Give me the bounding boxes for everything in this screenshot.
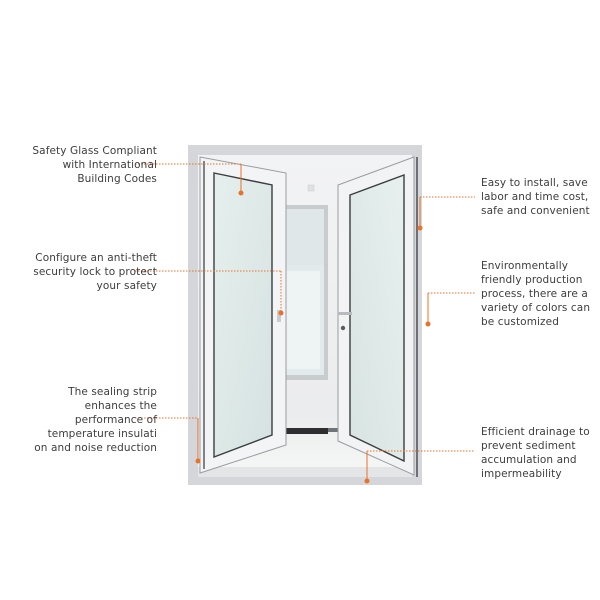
callout-text: process, there are a [481,288,588,300]
callout-text: prevent sediment [481,440,576,452]
callout-text: security lock to protect [33,266,157,278]
door-product-photo [188,145,422,485]
door-illustration [188,145,422,485]
callout-text: accumulation and [481,454,577,466]
marker-dot [238,190,244,196]
callout-text: safe and convenient [481,205,590,217]
callout-text: with International [62,159,157,171]
callout-text: variety of colors can [481,302,591,314]
callout-text: Configure an anti-theft [35,252,157,264]
callout-text: enhances the [84,400,157,412]
marker-dot [364,478,370,484]
callout-text: your safety [96,280,157,292]
callout-text: be customized [481,316,559,328]
callout-text: labor and time cost, [481,191,589,203]
marker-dot [417,225,423,231]
callout-text: friendly production [481,274,583,286]
callout-text: performance of [74,414,157,426]
callout-text: impermeability [481,468,562,480]
callout-anti-theft-lock: Configure an anti-theft security lock to… [33,251,157,293]
callout-text: Environmentally [481,260,569,272]
callout-text: on and noise reduction [34,442,157,454]
callout-easy-install: Easy to install, save labor and time cos… [481,176,590,218]
callout-text: temperature insulati [47,428,157,440]
callout-text: Building Codes [77,173,157,185]
callout-text: The sealing strip [68,386,157,398]
callout-eco-colors: Environmentally friendly production proc… [481,259,590,329]
callout-text: Safety Glass Compliant [32,145,157,157]
marker-dot [425,321,431,327]
callout-safety-glass: Safety Glass Compliant with Internationa… [32,144,157,186]
marker-dot [278,310,284,316]
callout-text: Easy to install, save [481,177,588,189]
callout-text: Efficient drainage to [481,426,590,438]
callout-sealing-strip: The sealing strip enhances the performan… [34,385,157,455]
marker-dot [195,458,201,464]
callout-drainage: Efficient drainage to prevent sediment a… [481,425,590,481]
